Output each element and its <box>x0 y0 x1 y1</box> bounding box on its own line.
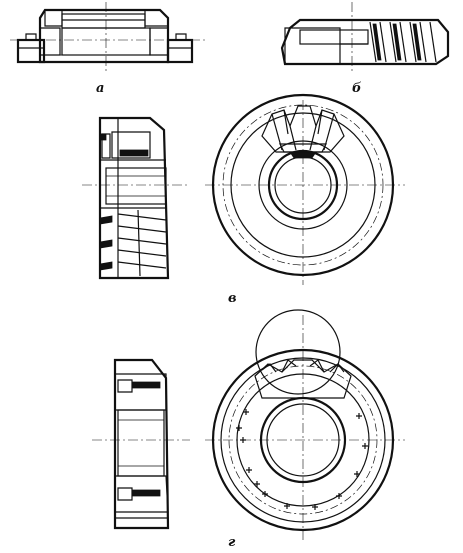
drawing-g-side-view <box>92 358 190 530</box>
cross-marks <box>236 409 368 510</box>
caption-g: г <box>228 535 236 550</box>
drawing-v-front-view <box>205 93 405 285</box>
drawing-a-section <box>10 2 205 72</box>
caption-v: в <box>228 291 237 306</box>
caption-b: б <box>352 81 362 96</box>
drawing-v-side-view <box>82 116 190 280</box>
drawing-g-front-view <box>205 309 405 540</box>
drawing-b-section <box>280 2 450 72</box>
caption-a: а <box>96 81 104 96</box>
